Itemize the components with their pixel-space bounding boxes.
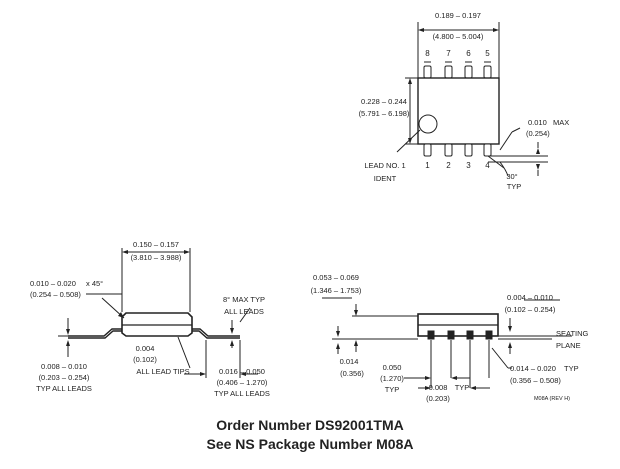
package-number: See NS Package Number M08A [206,436,414,452]
angle-all: ALL LEADS [224,307,264,316]
chamfer-dim-mm: (0.254 – 0.508) [30,290,81,299]
max-label: MAX [553,118,569,127]
package-body-top [417,77,500,145]
standoff-dim-mm: (0.102 – 0.254) [505,305,556,314]
pin-5: 5 [485,49,490,58]
foot-note: TYP ALL LEADS [214,389,270,398]
foot-dim: 0.016 – 0.050 [219,367,265,376]
lead-ident-label: LEAD NO. 1 [364,161,405,170]
side-view-left-text: 0.150 – 0.157 (3.810 – 3.988) 0.010 – 0.… [30,240,270,398]
height-dim-mm: (5.791 – 6.198) [359,109,410,118]
lead-w-typ: TYP [564,364,579,373]
foot-dim-mm: (0.406 – 1.270) [217,378,268,387]
lead-end [447,330,455,340]
lead-w-dim-mm: (0.356 – 0.508) [510,376,561,385]
lead-bottom [483,143,492,157]
pitch-dim: 0.050 [383,363,402,372]
pin-8: 8 [425,49,430,58]
pin1-ident-circle [418,114,438,134]
angle-label: 30° [506,172,517,181]
top-view [396,22,548,177]
seating-label-2: PLANE [556,341,581,350]
pitch-dim-mm: (1.270) [380,374,404,383]
lead-end [466,330,474,340]
pin-2: 2 [446,161,451,170]
body-dim-mm: (3.810 – 3.988) [131,253,182,262]
chamfer-suffix: x 45° [86,279,103,288]
lead-top [423,65,432,79]
lead-h-dim-mm: (0.356) [340,369,364,378]
height-dim-right: 0.053 – 0.069 [313,273,359,282]
pin-7: 7 [446,49,451,58]
width-dim: 0.189 – 0.197 [435,11,481,20]
lead-thk-mm: (0.203 – 0.254) [39,373,90,382]
rev-label: M08A (REV H) [534,396,570,402]
height-dim: 0.228 – 0.244 [361,97,407,106]
lead-end [427,330,435,340]
angle-typ: TYP [507,182,522,191]
tip-dim: 0.004 [136,344,155,353]
seating-label: SEATING [556,329,589,338]
tip-dim-mm: (0.102) [133,355,157,364]
pitch-typ: TYP [385,385,400,394]
lead-h-dim: 0.014 [340,357,359,366]
lead-thk-note: TYP ALL LEADS [36,384,92,393]
chamfer-dim: 0.010 – 0.020 [30,279,76,288]
width-dim-mm: (4.800 – 5.004) [433,32,484,41]
order-number: Order Number DS92001TMA [216,417,404,433]
lead-top [444,65,453,79]
lead-bottom [423,143,432,157]
pin-4: 4 [485,161,490,170]
tip-note: ALL LEAD TIPS [136,367,189,376]
lead-top [464,65,473,79]
lead-end [485,330,493,340]
max-dim: 0.010 [528,118,547,127]
pin-1: 1 [425,161,430,170]
angle-max: 8° MAX TYP [223,295,265,304]
bottom-dim: 0.008 [429,383,448,392]
lead-bottom [444,143,453,157]
lead-top [483,65,492,79]
bottom-dim-mm: (0.203) [426,394,450,403]
lead-ident-label-2: IDENT [374,174,397,183]
height-dim-right-mm: (1.346 – 1.753) [311,286,362,295]
pin-3: 3 [466,161,471,170]
lead-thk: 0.008 – 0.010 [41,362,87,371]
pin-6: 6 [466,49,471,58]
bottom-typ: TYP [455,383,470,392]
side-view-left [58,248,258,378]
lead-bottom [464,143,473,157]
lead-w-dim: 0.014 – 0.020 [510,364,556,373]
max-dim-mm: (0.254) [526,129,550,138]
standoff-dim: 0.004 – 0.010 [507,293,553,302]
top-view-text: 0.189 – 0.197 (4.800 – 5.004) 8 7 6 5 1 … [359,11,570,191]
side-view-right-text: 0.053 – 0.069 (1.346 – 1.753) 0.004 – 0.… [311,273,589,403]
side-view-right [322,297,572,390]
body-dim: 0.150 – 0.157 [133,240,179,249]
